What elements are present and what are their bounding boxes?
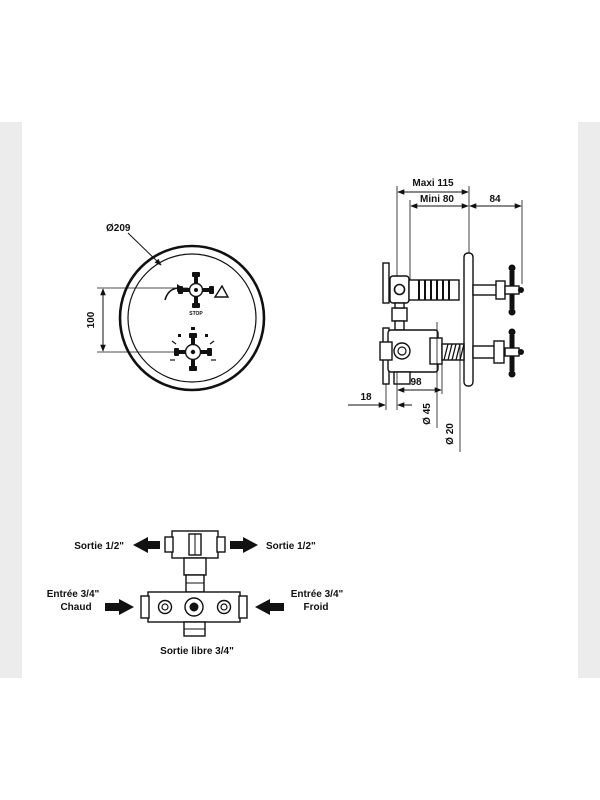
triangle-symbol-icon: [213, 284, 230, 298]
diverter-left-port: [164, 536, 174, 553]
valve-body-left-nut: [379, 341, 393, 361]
thread-hatching: [443, 343, 465, 361]
outlet-left-arrow-icon: [133, 537, 160, 553]
top-cross-handle: [504, 264, 524, 316]
inlet-hot-arrow-icon: [105, 599, 134, 615]
stop-label: STOP: [189, 311, 203, 317]
flow-arrow-head-icon: [177, 284, 183, 292]
bottom-nut: [493, 340, 505, 364]
mounting-bracket-top: [382, 262, 390, 304]
hot-inlet-port-inner: [161, 603, 169, 611]
temperature-tick-marks: [170, 327, 216, 361]
inlet-hot-label-line2: Chaud: [60, 602, 91, 613]
valve-body-bottom-outlet: [393, 371, 411, 385]
valve-body-fitting: [429, 337, 443, 365]
cold-inlet-port-inner: [220, 603, 228, 611]
inlet-cold-arrow-icon: [255, 599, 284, 615]
diameter-leader: [127, 232, 162, 266]
connection-diagram: Sortie 1/2" Sortie 1/2" Entrée 3/4" Chau…: [47, 530, 344, 657]
inlet-hot-label-line1: Entrée 3/4": [47, 589, 100, 600]
bracket-label: 18: [360, 392, 372, 403]
maxi-label: Maxi 115: [412, 178, 454, 189]
top-nut: [495, 280, 506, 300]
hot-inlet-fitting: [140, 595, 150, 619]
free-outlet-label: Sortie libre 3/4": [160, 646, 234, 657]
diameter-label: Ø209: [106, 223, 131, 234]
diameter-20-label: Ø 20: [445, 423, 456, 445]
cartridge-ribs: [418, 280, 450, 300]
inner-plate-circle: [127, 253, 257, 383]
flow-arrow-icon: [164, 287, 179, 301]
diverter-right-port: [216, 536, 226, 553]
top-riser-pipe: [394, 302, 405, 309]
bottom-stem: [472, 345, 496, 359]
hot-inlet-port: [157, 599, 173, 615]
left-side-band: [0, 122, 22, 678]
diameter-45-label: Ø 45: [422, 403, 433, 425]
thermostatic-handle: [174, 333, 212, 371]
top-fitting: [389, 275, 410, 304]
mini-label: Mini 80: [420, 194, 454, 205]
valve-body-inlet: [393, 342, 411, 360]
cold-inlet-fitting: [238, 595, 248, 619]
top-fitting-port: [393, 283, 406, 296]
top-stem: [472, 284, 498, 296]
top-riser-nut: [391, 307, 408, 322]
handle-depth-label: 84: [489, 194, 501, 205]
spacing-label: 100: [86, 311, 97, 328]
diverter-handle: [178, 272, 214, 308]
top-riser-pipe-lower: [394, 320, 405, 331]
front-view: Ø209 100 STOP: [86, 223, 266, 392]
inlet-cold-label-line2: Froid: [304, 602, 329, 613]
body-label: 98: [410, 377, 422, 388]
right-side-band: [578, 122, 600, 678]
outlet-left-label: Sortie 1/2": [74, 541, 124, 552]
outlet-right-label: Sortie 1/2": [266, 541, 316, 552]
side-view: Maxi 115 Mini 80 84: [348, 178, 524, 452]
valve-body-inlet-inner: [397, 346, 407, 356]
inlet-cold-label-line1: Entrée 3/4": [291, 589, 344, 600]
outer-plate-circle: [118, 244, 266, 392]
riser-pipe: [183, 557, 207, 576]
bottom-cross-handle: [504, 328, 524, 378]
outlet-right-arrow-icon: [230, 537, 258, 553]
ribbed-cartridge: [408, 279, 460, 301]
thermostat-port-core: [189, 602, 199, 612]
cold-inlet-port: [216, 599, 232, 615]
wall-plate: [463, 252, 474, 387]
